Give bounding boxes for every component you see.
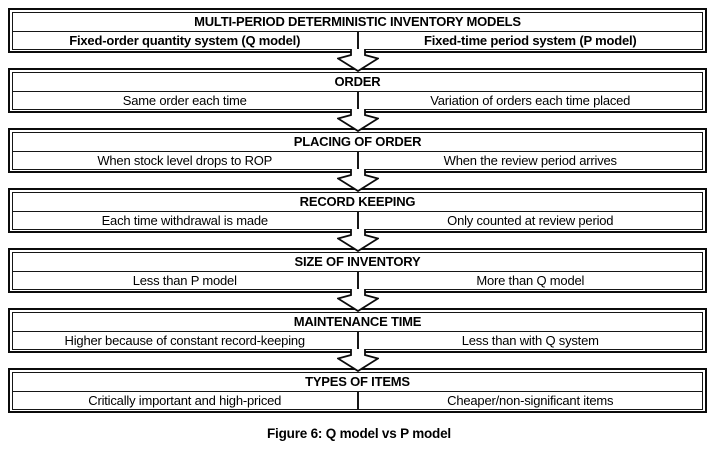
p-model-cell: Only counted at review period <box>356 212 703 229</box>
p-model-cell: Less than with Q system <box>356 332 703 349</box>
section-header: TYPES OF ITEMS <box>13 373 702 392</box>
section-block-types-of-items: TYPES OF ITEMS Critically important and … <box>8 368 707 413</box>
down-arrow-icon <box>8 169 707 192</box>
section-header: PLACING OF ORDER <box>13 133 702 152</box>
section-inner: ORDER Same order each time Variation of … <box>12 72 703 110</box>
section-inner: TYPES OF ITEMS Critically important and … <box>12 372 703 410</box>
down-arrow-icon <box>8 229 707 252</box>
section-block-size-of-inventory: SIZE OF INVENTORY Less than P model More… <box>8 248 707 293</box>
p-model-cell: Fixed-time period system (P model) <box>356 32 703 49</box>
section-inner: RECORD KEEPING Each time withdrawal is m… <box>12 192 703 230</box>
down-arrow-icon <box>8 49 707 72</box>
section-header: MAINTENANCE TIME <box>13 313 702 332</box>
q-model-cell: Same order each time <box>122 93 247 108</box>
section-header: MULTI-PERIOD DETERMINISTIC INVENTORY MOD… <box>13 13 702 32</box>
p-model-cell: More than Q model <box>356 272 703 289</box>
q-model-cell: Each time withdrawal is made <box>101 213 269 228</box>
section-block-maintenance-time: MAINTENANCE TIME Higher because of const… <box>8 308 707 353</box>
section-header: ORDER <box>13 73 702 92</box>
q-model-cell: Higher because of constant record-keepin… <box>64 333 306 348</box>
section-block-record-keeping: RECORD KEEPING Each time withdrawal is m… <box>8 188 707 233</box>
q-model-cell: Fixed-order quantity system (Q model) <box>69 33 301 48</box>
p-model-cell: When the review period arrives <box>356 152 703 169</box>
section-inner: MAINTENANCE TIME Higher because of const… <box>12 312 703 350</box>
section-inner: SIZE OF INVENTORY Less than P model More… <box>12 252 703 290</box>
down-arrow-icon <box>8 349 707 372</box>
section-inner: MULTI-PERIOD DETERMINISTIC INVENTORY MOD… <box>12 12 703 50</box>
q-model-cell: Less than P model <box>132 273 237 288</box>
p-model-cell: Cheaper/non-significant items <box>356 392 703 409</box>
q-model-cell: When stock level drops to ROP <box>97 153 273 168</box>
comparison-flowchart: MULTI-PERIOD DETERMINISTIC INVENTORY MOD… <box>8 8 707 413</box>
section-inner: PLACING OF ORDER When stock level drops … <box>12 132 703 170</box>
section-block-order: ORDER Same order each time Variation of … <box>8 68 707 113</box>
p-model-cell: Variation of orders each time placed <box>356 92 703 109</box>
section-header: SIZE OF INVENTORY <box>13 253 702 272</box>
section-block-models: MULTI-PERIOD DETERMINISTIC INVENTORY MOD… <box>8 8 707 53</box>
figure-caption: Figure 6: Q model vs P model <box>267 426 451 441</box>
section-header: RECORD KEEPING <box>13 193 702 212</box>
q-model-cell: Critically important and high-priced <box>88 393 282 408</box>
section-block-placing-of-order: PLACING OF ORDER When stock level drops … <box>8 128 707 173</box>
down-arrow-icon <box>8 289 707 312</box>
down-arrow-icon <box>8 109 707 132</box>
